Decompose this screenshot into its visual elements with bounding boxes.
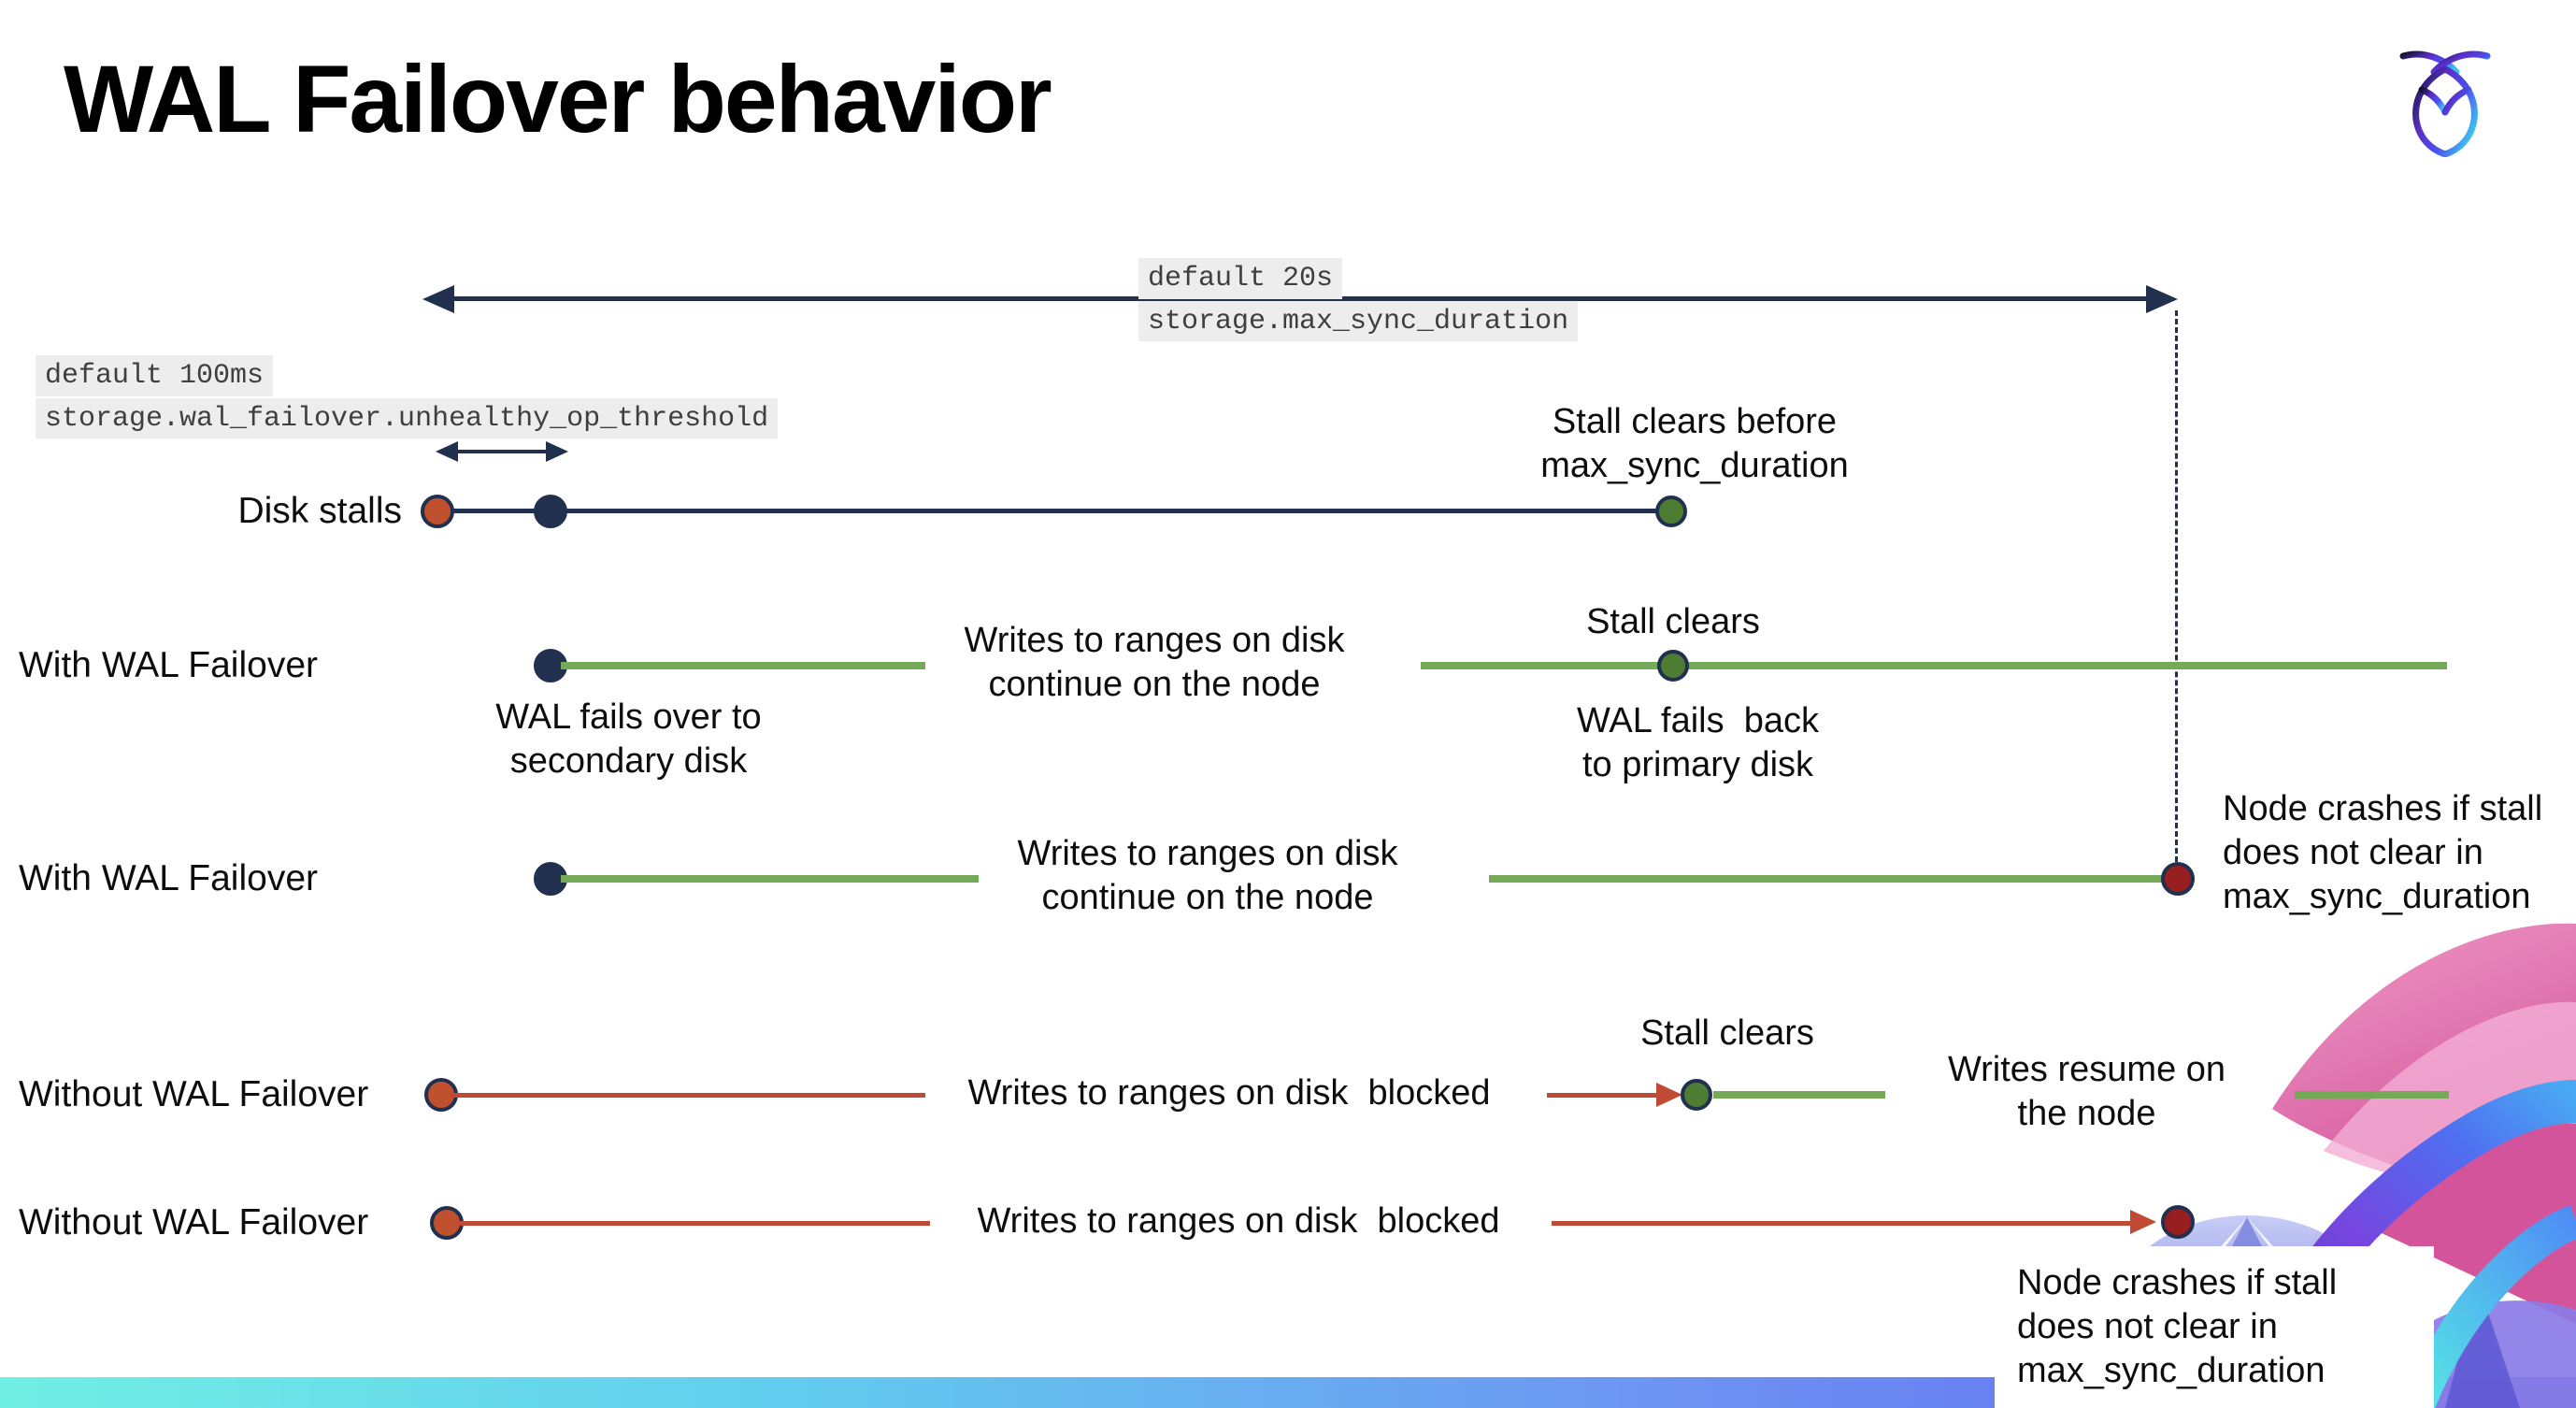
blocked-arrowhead-icon-2 xyxy=(2130,1210,2156,1234)
writes-blocked-line-b xyxy=(1547,1093,1657,1098)
blocked-arrowhead-icon xyxy=(1656,1083,1682,1107)
row-label-without-wal-failover-1: Without WAL Failover xyxy=(19,1074,369,1114)
node-crashes-note-2: Node crashes if stall does not clear in … xyxy=(2017,1263,2338,1391)
writes-continue-line-d xyxy=(1489,875,2164,883)
writes-blocked-note-2: Writes to ranges on disk blocked xyxy=(977,1201,1500,1241)
writes-resume-note: Writes resume on the node xyxy=(1947,1050,2226,1134)
node-crashes-callout-box: Node crashes if stall does not clear in … xyxy=(1995,1246,2434,1408)
writes-continue-note: Writes to ranges on disk continue on the… xyxy=(964,621,1345,705)
arrowhead-left-icon xyxy=(422,285,454,313)
arrowhead-right-icon xyxy=(2146,285,2178,313)
writes-continue-line-c xyxy=(561,875,979,883)
node-crash-dot-2 xyxy=(2161,1205,2195,1239)
stall-clears-note-2: Stall clears xyxy=(1586,602,1760,641)
writes-blocked-note: Writes to ranges on disk blocked xyxy=(967,1073,1491,1113)
row-label-with-wal-failover-2: With WAL Failover xyxy=(19,858,318,898)
disk-stall-timeline xyxy=(437,509,1671,513)
writes-resume-line-a xyxy=(1713,1091,1885,1099)
row-label-without-wal-failover-2: Without WAL Failover xyxy=(19,1202,369,1243)
max-sync-duration-callout: default 20s storage.max_sync_duration xyxy=(1138,258,1579,343)
node-crash-dot xyxy=(2161,862,2195,896)
stall-clears-dot-2 xyxy=(1657,650,1689,682)
threshold-arrowhead-right-icon xyxy=(546,441,568,462)
cockroachdb-logo-icon xyxy=(2399,50,2491,157)
writes-blocked-line-a xyxy=(451,1093,925,1098)
stall-clears-dot-3 xyxy=(1681,1079,1712,1111)
storage-wal-failover-unhealthy-op-threshold-label: storage.wal_failover.unhealthy_op_thresh… xyxy=(36,397,779,438)
stall-deadline-dashed-line xyxy=(2175,310,2178,862)
failover-threshold-dot xyxy=(534,495,567,528)
writes-blocked-line-d xyxy=(1552,1221,2131,1226)
row-label-with-wal-failover-1: With WAL Failover xyxy=(19,645,318,685)
writes-continue-note-2: Writes to ranges on disk continue on the… xyxy=(1017,834,1398,918)
row-label-disk-stalls: Disk stalls xyxy=(237,491,402,531)
max-sync-duration-arrow-line xyxy=(451,296,2154,301)
default-100ms-label: default 100ms xyxy=(36,355,274,396)
threshold-arrow-line xyxy=(454,450,551,453)
writes-resume-line-b xyxy=(2295,1091,2449,1099)
storage-max-sync-duration-label: storage.max_sync_duration xyxy=(1138,300,1579,341)
stall-clears-before-note: Stall clears before max_sync_duration xyxy=(1540,402,1849,486)
wal-fails-over-note: WAL fails over to secondary disk xyxy=(495,697,762,782)
unhealthy-op-threshold-callout: default 100ms storage.wal_failover.unhea… xyxy=(36,355,779,440)
writes-continue-line-a xyxy=(561,662,925,669)
wal-fails-back-note: WAL fails back to primary disk xyxy=(1576,701,1820,785)
writes-continue-line-b xyxy=(1421,662,2447,669)
threshold-arrowhead-left-icon xyxy=(436,441,458,462)
stall-clears-dot xyxy=(1655,496,1687,527)
stall-start-dot xyxy=(421,495,454,528)
writes-blocked-line-c xyxy=(456,1221,930,1226)
node-crashes-note: Node crashes if stall does not clear in … xyxy=(2223,789,2543,917)
page-title: WAL Failover behavior xyxy=(64,46,1052,152)
stall-clears-note-3: Stall clears xyxy=(1640,1013,1814,1053)
default-20s-label: default 20s xyxy=(1138,258,1343,299)
